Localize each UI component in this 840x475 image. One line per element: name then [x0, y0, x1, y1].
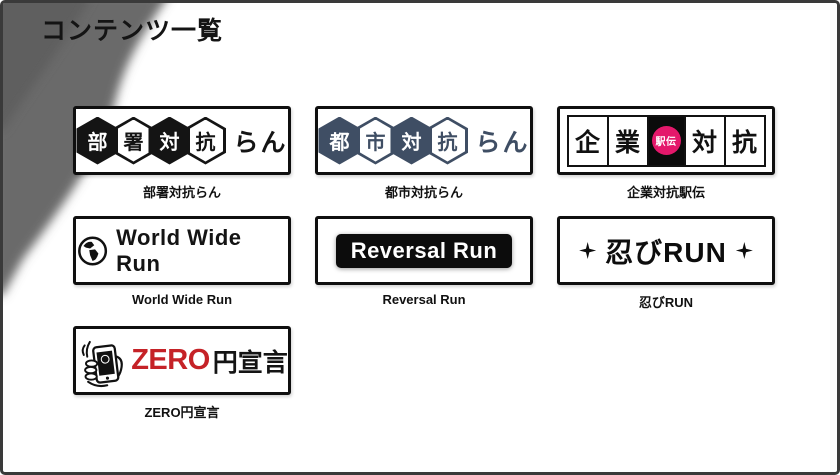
hex-tile: 署 — [112, 116, 155, 165]
card-zero-yen-sengen[interactable]: ZERO 円宣言 — [73, 326, 291, 395]
strip-char: 業 — [608, 116, 649, 165]
shinobi-run-logo: 忍びRUN — [579, 231, 753, 271]
content-item-shinobi-run: 忍びRUN 忍びRUN — [557, 216, 775, 311]
world-wide-run-logo: World Wide Run — [76, 225, 288, 277]
card-caption: Reversal Run — [382, 292, 466, 307]
content-item-busho-taiko-ran: 部 署 対 抗 らん 部署対抗らん — [73, 106, 291, 201]
content-item-zero-yen-sengen: ZERO 円宣言 ZERO円宣言 — [73, 326, 291, 421]
logo-text-yen-sengen: 円宣言 — [212, 348, 288, 377]
hex-chain-logo: 都 市 対 抗 らん — [318, 116, 530, 165]
hex-tile: 抗 — [184, 116, 227, 165]
ekiden-badge: 駅伝 — [651, 126, 681, 155]
strip-char: 抗 — [725, 116, 764, 165]
hex-tile: 対 — [390, 116, 433, 165]
logo-suffix: らん — [475, 128, 530, 157]
logo-text: World Wide Run — [116, 224, 242, 276]
card-world-wide-run[interactable]: World Wide Run — [73, 216, 291, 285]
content-grid: 部 署 対 抗 らん 部署対抗らん 都 市 対 抗 らん 都市対抗ら — [73, 106, 775, 421]
logo-text-zero: ZERO — [131, 344, 210, 376]
hex-char: 市 — [357, 119, 394, 162]
strip-char: 企 — [568, 116, 609, 165]
box-strip-logo: 企 業 駅伝 対 抗 — [566, 114, 766, 167]
content-item-reversal-run: Reversal Run Reversal Run — [315, 216, 533, 311]
content-item-kigyo-taiko-ekiden: 企 業 駅伝 対 抗 企業対抗駅伝 — [557, 106, 775, 201]
hex-tile: 部 — [76, 116, 119, 165]
hex-char: 対 — [393, 119, 430, 162]
reversal-run-logo: Reversal Run — [335, 233, 513, 268]
globe-icon — [78, 235, 108, 266]
hex-char: 都 — [321, 119, 358, 162]
hex-char: 署 — [115, 119, 152, 162]
logo-text: 忍びRUN — [605, 236, 727, 268]
hex-char: 対 — [151, 119, 188, 162]
content-item-toshi-taiko-ran: 都 市 対 抗 らん 都市対抗らん — [315, 106, 533, 201]
card-caption: 企業対抗駅伝 — [626, 185, 705, 200]
card-reversal-run[interactable]: Reversal Run — [315, 216, 533, 285]
card-caption: World Wide Run — [131, 292, 233, 307]
hex-tile: 対 — [148, 116, 191, 165]
hex-tile: 市 — [354, 116, 397, 165]
card-caption: 部署対抗らん — [142, 185, 221, 200]
hex-tile: 都 — [318, 116, 361, 165]
card-caption: ZERO円宣言 — [144, 405, 220, 420]
card-shinobi-run[interactable]: 忍びRUN — [557, 216, 775, 285]
card-toshi-taiko-ran[interactable]: 都 市 対 抗 らん — [315, 106, 533, 175]
page-title: コンテンツ一覧 — [41, 17, 224, 45]
card-caption: 都市対抗らん — [384, 185, 463, 200]
card-kigyo-taiko-ekiden[interactable]: 企 業 駅伝 対 抗 — [557, 106, 775, 175]
logo-suffix: らん — [233, 128, 288, 157]
hand-phone-icon — [81, 340, 124, 387]
strip-badge-cell: 駅伝 — [648, 116, 686, 165]
content-item-world-wide-run: World Wide Run World Wide Run — [73, 216, 291, 311]
card-caption: 忍びRUN — [638, 295, 694, 310]
hex-char: 部 — [79, 119, 116, 162]
sparkle-star-icon — [579, 242, 597, 259]
hex-char: 抗 — [429, 119, 466, 162]
sparkle-star-icon — [735, 242, 753, 259]
strip-char: 対 — [685, 116, 726, 165]
hex-chain-logo: 部 署 対 抗 らん — [76, 116, 288, 165]
zero-yen-logo: ZERO 円宣言 — [76, 333, 288, 389]
card-busho-taiko-ran[interactable]: 部 署 対 抗 らん — [73, 106, 291, 175]
hex-char: 抗 — [187, 119, 224, 162]
hex-tile: 抗 — [426, 116, 469, 165]
